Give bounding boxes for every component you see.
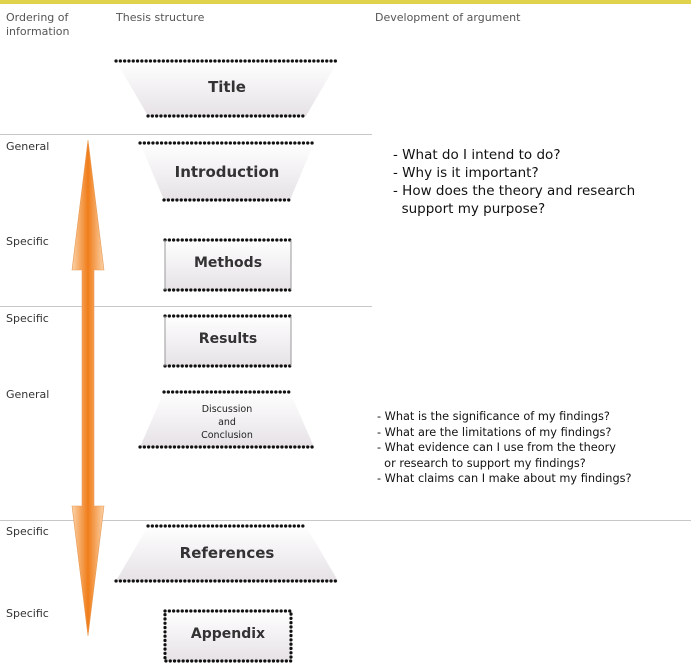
question-item: - What are the limitations of my finding… bbox=[377, 425, 612, 439]
header-development: Development of argument bbox=[375, 11, 521, 24]
discussion-questions: - What is the significance of my finding… bbox=[377, 409, 687, 487]
question-item: or research to support my findings? bbox=[377, 456, 586, 470]
header-ordering: Ordering of information bbox=[6, 11, 70, 39]
ordering-label-specific: Specific bbox=[6, 235, 49, 248]
section-discussion-label: Discussion and Conclusion bbox=[140, 403, 314, 442]
question-item: support my purpose? bbox=[393, 201, 546, 217]
question-item: - What do I intend to do? bbox=[393, 147, 561, 163]
section-discussion-box: Discussion and Conclusion bbox=[138, 389, 316, 451]
question-item: - What claims can I make about my findin… bbox=[377, 472, 632, 485]
section-introduction-box: Introduction bbox=[138, 140, 316, 204]
section-title-box: Title bbox=[114, 58, 340, 120]
separator-line bbox=[0, 134, 372, 135]
question-item: - Why is it important? bbox=[393, 165, 539, 181]
section-introduction-label: Introduction bbox=[174, 163, 280, 181]
question-item: - How does the theory and research bbox=[393, 183, 636, 199]
section-references-label: References bbox=[179, 544, 275, 562]
section-results-label: Results bbox=[198, 331, 258, 347]
ordering-label-specific: Specific bbox=[6, 525, 49, 538]
separator-line bbox=[0, 520, 691, 521]
section-appendix-box: Appendix bbox=[163, 608, 293, 664]
ordering-label-general: General bbox=[6, 140, 50, 153]
discussion-line: Discussion bbox=[201, 404, 253, 415]
ordering-label-specific: Specific bbox=[6, 607, 49, 620]
section-references-box: References bbox=[114, 523, 340, 585]
separator-line bbox=[0, 306, 372, 307]
header-ordering-line1: Ordering of bbox=[6, 11, 69, 24]
double-arrow-icon bbox=[71, 139, 105, 637]
ordering-label-general: General bbox=[6, 388, 50, 401]
discussion-line: and bbox=[218, 417, 236, 428]
section-appendix-label: Appendix bbox=[190, 626, 266, 642]
section-title-label: Title bbox=[208, 78, 246, 96]
header-ordering-line2: information bbox=[6, 25, 70, 38]
question-item: - What evidence can I use from the theor… bbox=[377, 441, 616, 454]
section-methods-label: Methods bbox=[193, 255, 263, 271]
introduction-questions: - What do I intend to do? - Why is it im… bbox=[393, 146, 683, 218]
question-item: - What is the significance of my finding… bbox=[377, 410, 610, 423]
top-accent-bar bbox=[0, 0, 691, 4]
discussion-line: Conclusion bbox=[201, 430, 253, 441]
section-results-box: Results bbox=[163, 313, 293, 369]
section-methods-box: Methods bbox=[163, 237, 293, 293]
header-thesis-structure: Thesis structure bbox=[116, 11, 205, 24]
ordering-label-specific: Specific bbox=[6, 312, 49, 325]
